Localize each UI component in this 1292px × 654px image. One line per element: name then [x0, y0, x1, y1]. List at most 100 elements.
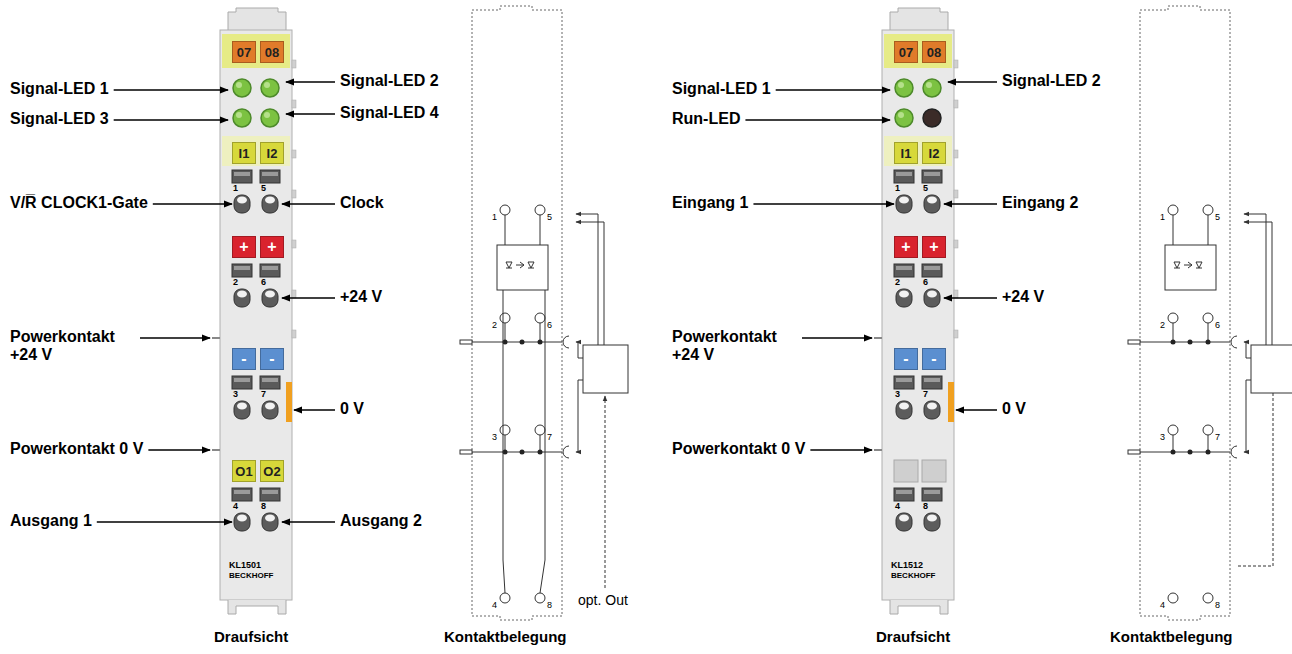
contact-point — [1168, 425, 1178, 435]
callout-label: 0 V — [1002, 400, 1026, 418]
pin-number: 1 — [895, 183, 900, 193]
pin-number: 5 — [547, 212, 552, 222]
wire-opening-hole — [265, 197, 275, 204]
contact-point — [535, 205, 545, 215]
leader-line — [140, 337, 210, 338]
callout-label: Powerkontakt +24 V — [10, 328, 135, 365]
junction-dot — [1171, 450, 1176, 455]
label-strip — [222, 34, 290, 68]
callout-label: Powerkontakt 0 V — [10, 440, 143, 458]
label-tag: I1 — [894, 142, 918, 164]
pin-number: 7 — [261, 389, 266, 399]
wire-opening — [896, 195, 912, 213]
leader-line — [944, 203, 997, 204]
brand-marking: BECKHOFF — [891, 571, 935, 581]
callout-label: Signal-LED 2 — [1002, 72, 1101, 90]
blank-tag — [894, 460, 918, 482]
wire-opening-hole — [927, 291, 937, 298]
supply-arrow — [576, 342, 583, 358]
pin-number: 6 — [547, 320, 552, 330]
contact-point — [1168, 313, 1178, 323]
wire-opening-hole — [265, 515, 275, 522]
housing-tab — [292, 60, 296, 68]
pin-number: 1 — [1160, 212, 1165, 222]
tag-text: + — [239, 238, 248, 256]
type-marking: KL1501 — [229, 560, 261, 570]
release-slot-edge — [924, 378, 940, 382]
led-shine — [236, 82, 242, 88]
label-strip — [884, 136, 952, 166]
pin-number: 4 — [895, 501, 900, 511]
top-clip — [228, 8, 286, 30]
release-slot-edge — [924, 172, 940, 176]
release-slot — [894, 376, 914, 389]
leader-line — [294, 409, 335, 410]
release-slot-edge — [234, 490, 250, 494]
label-tag: - — [232, 348, 256, 370]
contact-point — [535, 313, 545, 323]
power-contact — [212, 337, 220, 339]
callout-label: V/R̅ CLOCK1-Gate — [10, 194, 148, 212]
wire-opening — [896, 289, 912, 307]
led — [895, 109, 913, 127]
contact-point — [1168, 205, 1178, 215]
release-slot-edge — [896, 172, 912, 176]
top-clip — [890, 8, 948, 30]
wire-opening-hole — [899, 403, 909, 410]
leader-line — [745, 119, 890, 120]
led — [261, 79, 279, 97]
led — [895, 79, 913, 97]
housing-tab — [292, 150, 296, 158]
release-slot-edge — [924, 266, 940, 270]
power-contact-spring — [563, 446, 569, 458]
callout-label: Run-LED — [672, 110, 740, 128]
release-slot — [894, 488, 914, 501]
leader-line — [153, 203, 232, 204]
release-slot-edge — [234, 266, 250, 270]
view-caption: Draufsicht — [876, 628, 950, 645]
tag-text: I2 — [267, 146, 278, 161]
opto-symbol — [1174, 262, 1202, 268]
pin-number: 2 — [895, 277, 900, 287]
release-slot — [232, 376, 252, 389]
pin-number: 3 — [492, 432, 497, 442]
view-caption: Kontaktbelegung — [1110, 628, 1233, 645]
release-slot — [894, 264, 914, 277]
release-slot-edge — [234, 378, 250, 382]
contact-point — [500, 593, 510, 603]
led-shine — [898, 82, 904, 88]
junction-dot — [1188, 450, 1193, 455]
supply-arrow — [576, 380, 583, 452]
tag-text: + — [901, 238, 910, 256]
callout-label: Signal-LED 1 — [672, 80, 771, 98]
contact-point — [1203, 205, 1213, 215]
pin-number: 4 — [1160, 600, 1165, 610]
wire-opening — [924, 513, 940, 531]
power-contact-blade — [1128, 340, 1140, 344]
label-tag: - — [894, 348, 918, 370]
release-slot-edge — [924, 490, 940, 494]
leader-line — [948, 81, 997, 82]
wire-opening — [924, 195, 940, 213]
wire-opening-hole — [927, 197, 937, 204]
junction-dot — [538, 340, 543, 345]
wire-opening-hole — [927, 515, 937, 522]
housing-tab — [292, 290, 296, 298]
led — [233, 109, 251, 127]
pin-number: 5 — [261, 183, 266, 193]
wire-opening — [262, 513, 278, 531]
led — [923, 109, 941, 127]
pin-number: 4 — [492, 600, 497, 610]
view-caption: Kontaktbelegung — [444, 628, 567, 645]
release-slot — [232, 488, 252, 501]
label-tag: + — [232, 236, 256, 258]
housing-tab — [292, 330, 296, 338]
leader-line — [282, 521, 335, 522]
tag-text: I2 — [929, 146, 940, 161]
optional-output — [605, 396, 606, 588]
housing-tab — [954, 240, 958, 248]
pin-number: 7 — [1215, 432, 1220, 442]
pin-number: 7 — [547, 432, 552, 442]
power-contact-blade — [1128, 450, 1140, 454]
